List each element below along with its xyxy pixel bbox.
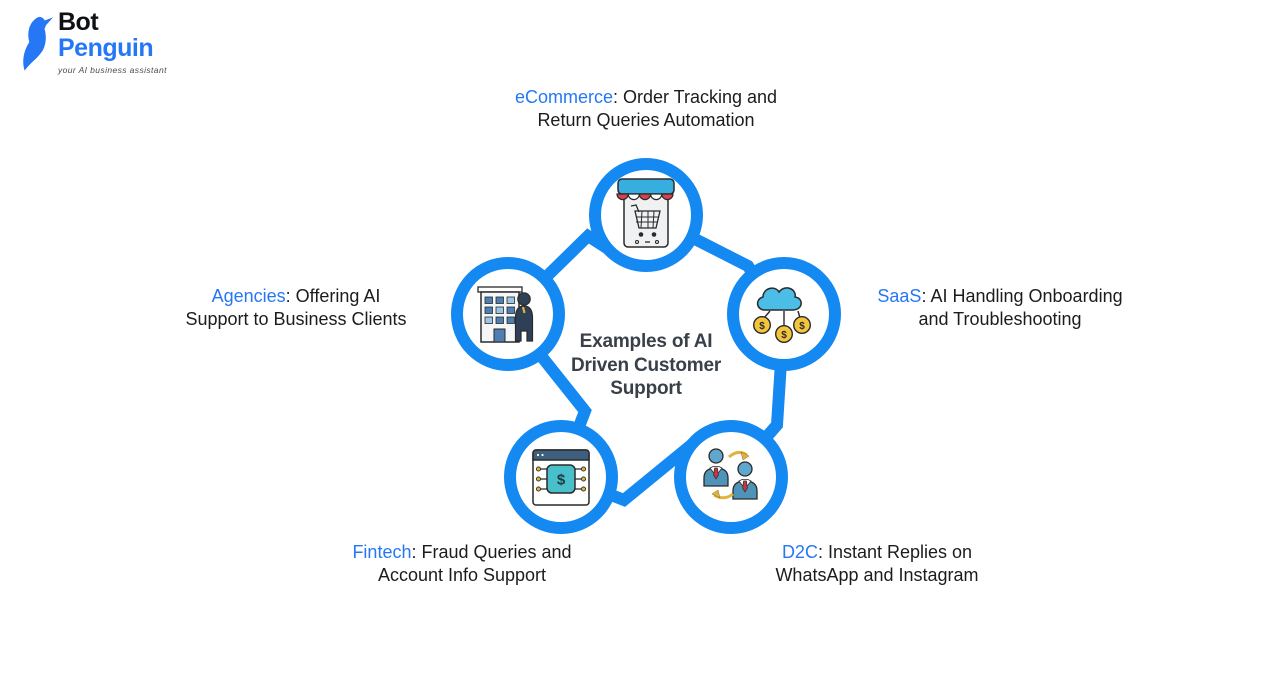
keyword-text: Fintech [352,542,412,562]
label-ecommerce: eCommerce: Order Tracking and Return Que… [476,86,816,132]
label-rest-text: : AI Handling Onboarding [921,286,1123,306]
label-d2c-line2: WhatsApp and Instagram [775,565,979,585]
label-fintech: Fintech: Fraud Queries and Account Info … [327,541,597,587]
label-saas-line2: and Troubleshooting [918,309,1082,329]
logo-word-penguin: Penguin [58,33,154,62]
d2c-circle [674,420,788,534]
storefront-cart-icon [616,178,675,248]
logo-text: Bot Penguin your AI business assistant [58,8,167,75]
building-person-icon [477,286,534,343]
label-fintech-line1: Fintech: Fraud Queries and [327,541,597,564]
label-rest-text: : Order Tracking and [612,87,778,107]
svg-text:$: $ [781,330,787,341]
center-title-line1: Examples of AI [579,331,713,352]
center-title: Examples of AI Driven Customer Support [556,330,736,401]
label-saas-line1: SaaS: AI Handling Onboarding [850,285,1150,308]
center-title-line2: Driven Customer [570,354,722,376]
keyword-text: D2C [781,542,818,562]
botpenguin-logo: Bot Penguin your AI business assistant [16,8,167,78]
label-agencies-line1: Agencies: Offering AI [156,285,436,308]
center-title-line3: Support [610,378,682,399]
label-rest-text: : Instant Replies on [817,542,973,562]
svg-text:$: $ [557,472,566,489]
label-agencies: Agencies: Offering AI Support to Busines… [156,285,436,331]
window-chip-dollar-icon: $ [532,449,590,506]
label-saas: SaaS: AI Handling Onboarding and Trouble… [850,285,1150,331]
label-rest-text: : Fraud Queries and [411,542,572,562]
penguin-icon [23,16,54,71]
label-rest-text: : Offering AI [285,286,381,306]
label-fintech-line2: Account Info Support [377,565,547,585]
label-ecommerce-line2: Return Queries Automation [537,110,755,130]
keyword-text: eCommerce [514,87,613,107]
label-d2c: D2C: Instant Replies on WhatsApp and Ins… [742,541,1012,587]
cloud-coins-icon: $ $ $ [753,287,812,344]
svg-text:$: $ [799,321,805,332]
label-d2c-line1: D2C: Instant Replies on [742,541,1012,564]
star-connector-top-right [686,230,761,281]
keyword-text: Agencies [211,286,286,306]
people-exchange-icon [703,448,758,500]
logo-tagline: your AI business assistant [58,65,167,75]
star-connector-right-bottomright [758,361,787,445]
keyword-text: SaaS [877,286,922,306]
label-agencies-line2: Support to Business Clients [185,309,407,329]
logo-word-bot: Bot [58,8,99,36]
svg-text:$: $ [759,321,765,332]
label-ecommerce-line1: eCommerce: Order Tracking and [476,86,816,109]
